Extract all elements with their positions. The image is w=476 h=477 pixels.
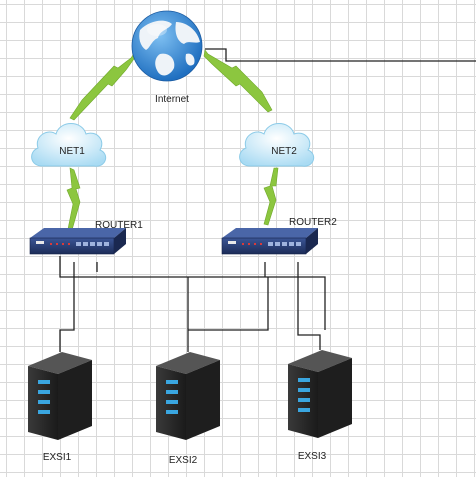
cable-router1-bus (59, 256, 326, 330)
lightning-net1-router1 (66, 167, 81, 231)
server-exsi1-icon (28, 352, 92, 440)
cable-router1-exsi1 (59, 262, 75, 352)
cloud-net2-icon (239, 123, 315, 167)
exsi1-label: EXSI1 (42, 452, 72, 463)
router2-label: ROUTER2 (289, 217, 337, 228)
exsi2-label: EXSI2 (168, 455, 198, 466)
net2-label: NET2 (271, 146, 297, 157)
cloud-net1-icon (31, 123, 107, 167)
server-exsi3-icon (288, 350, 352, 438)
internet-label: Internet (155, 94, 189, 105)
net1-label: NET1 (59, 146, 85, 157)
lightning-internet-net1 (69, 51, 137, 121)
cables (59, 48, 476, 352)
server-exsi2-icon (156, 352, 220, 440)
exsi3-label: EXSI3 (297, 451, 327, 462)
lightning-links (66, 49, 279, 231)
cable-internet-uplink (205, 48, 476, 62)
router2-icon (221, 228, 318, 255)
globe-icon (131, 10, 203, 82)
lightning-net2-router2 (263, 167, 279, 226)
lightning-internet-net2 (203, 49, 273, 113)
router1-icon (29, 228, 126, 255)
router1-label: ROUTER1 (95, 220, 143, 231)
cable-exsi2-router2 (188, 277, 269, 331)
cable-router2-exsi3 (297, 262, 321, 350)
